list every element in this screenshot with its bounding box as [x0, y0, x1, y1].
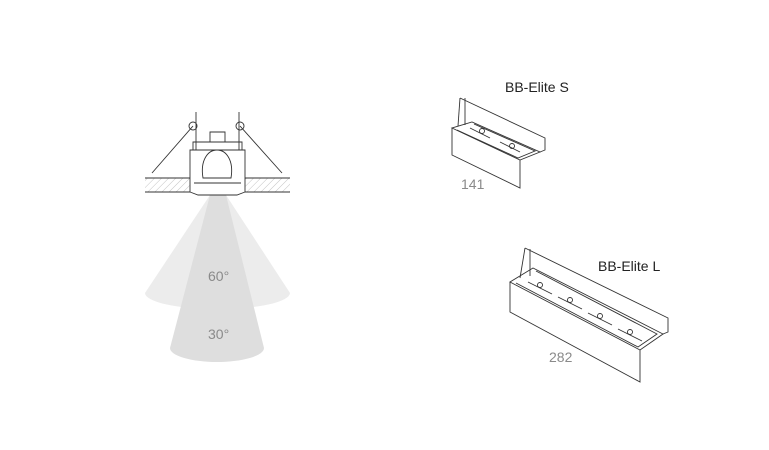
product-name-l: BB-Elite L: [598, 258, 661, 274]
product-drawing-l: [509, 247, 669, 383]
beam-angle-narrow-label: 30°: [208, 326, 230, 342]
beam-cone-30: [170, 195, 264, 362]
product-length-l: 282: [549, 349, 573, 365]
product-drawing-s: [450, 97, 546, 189]
product-length-s: 141: [461, 176, 485, 192]
beam-angle-wide-label: 60°: [208, 268, 230, 284]
product-name-s: BB-Elite S: [505, 79, 569, 95]
cross-section-fixture: [145, 112, 290, 196]
